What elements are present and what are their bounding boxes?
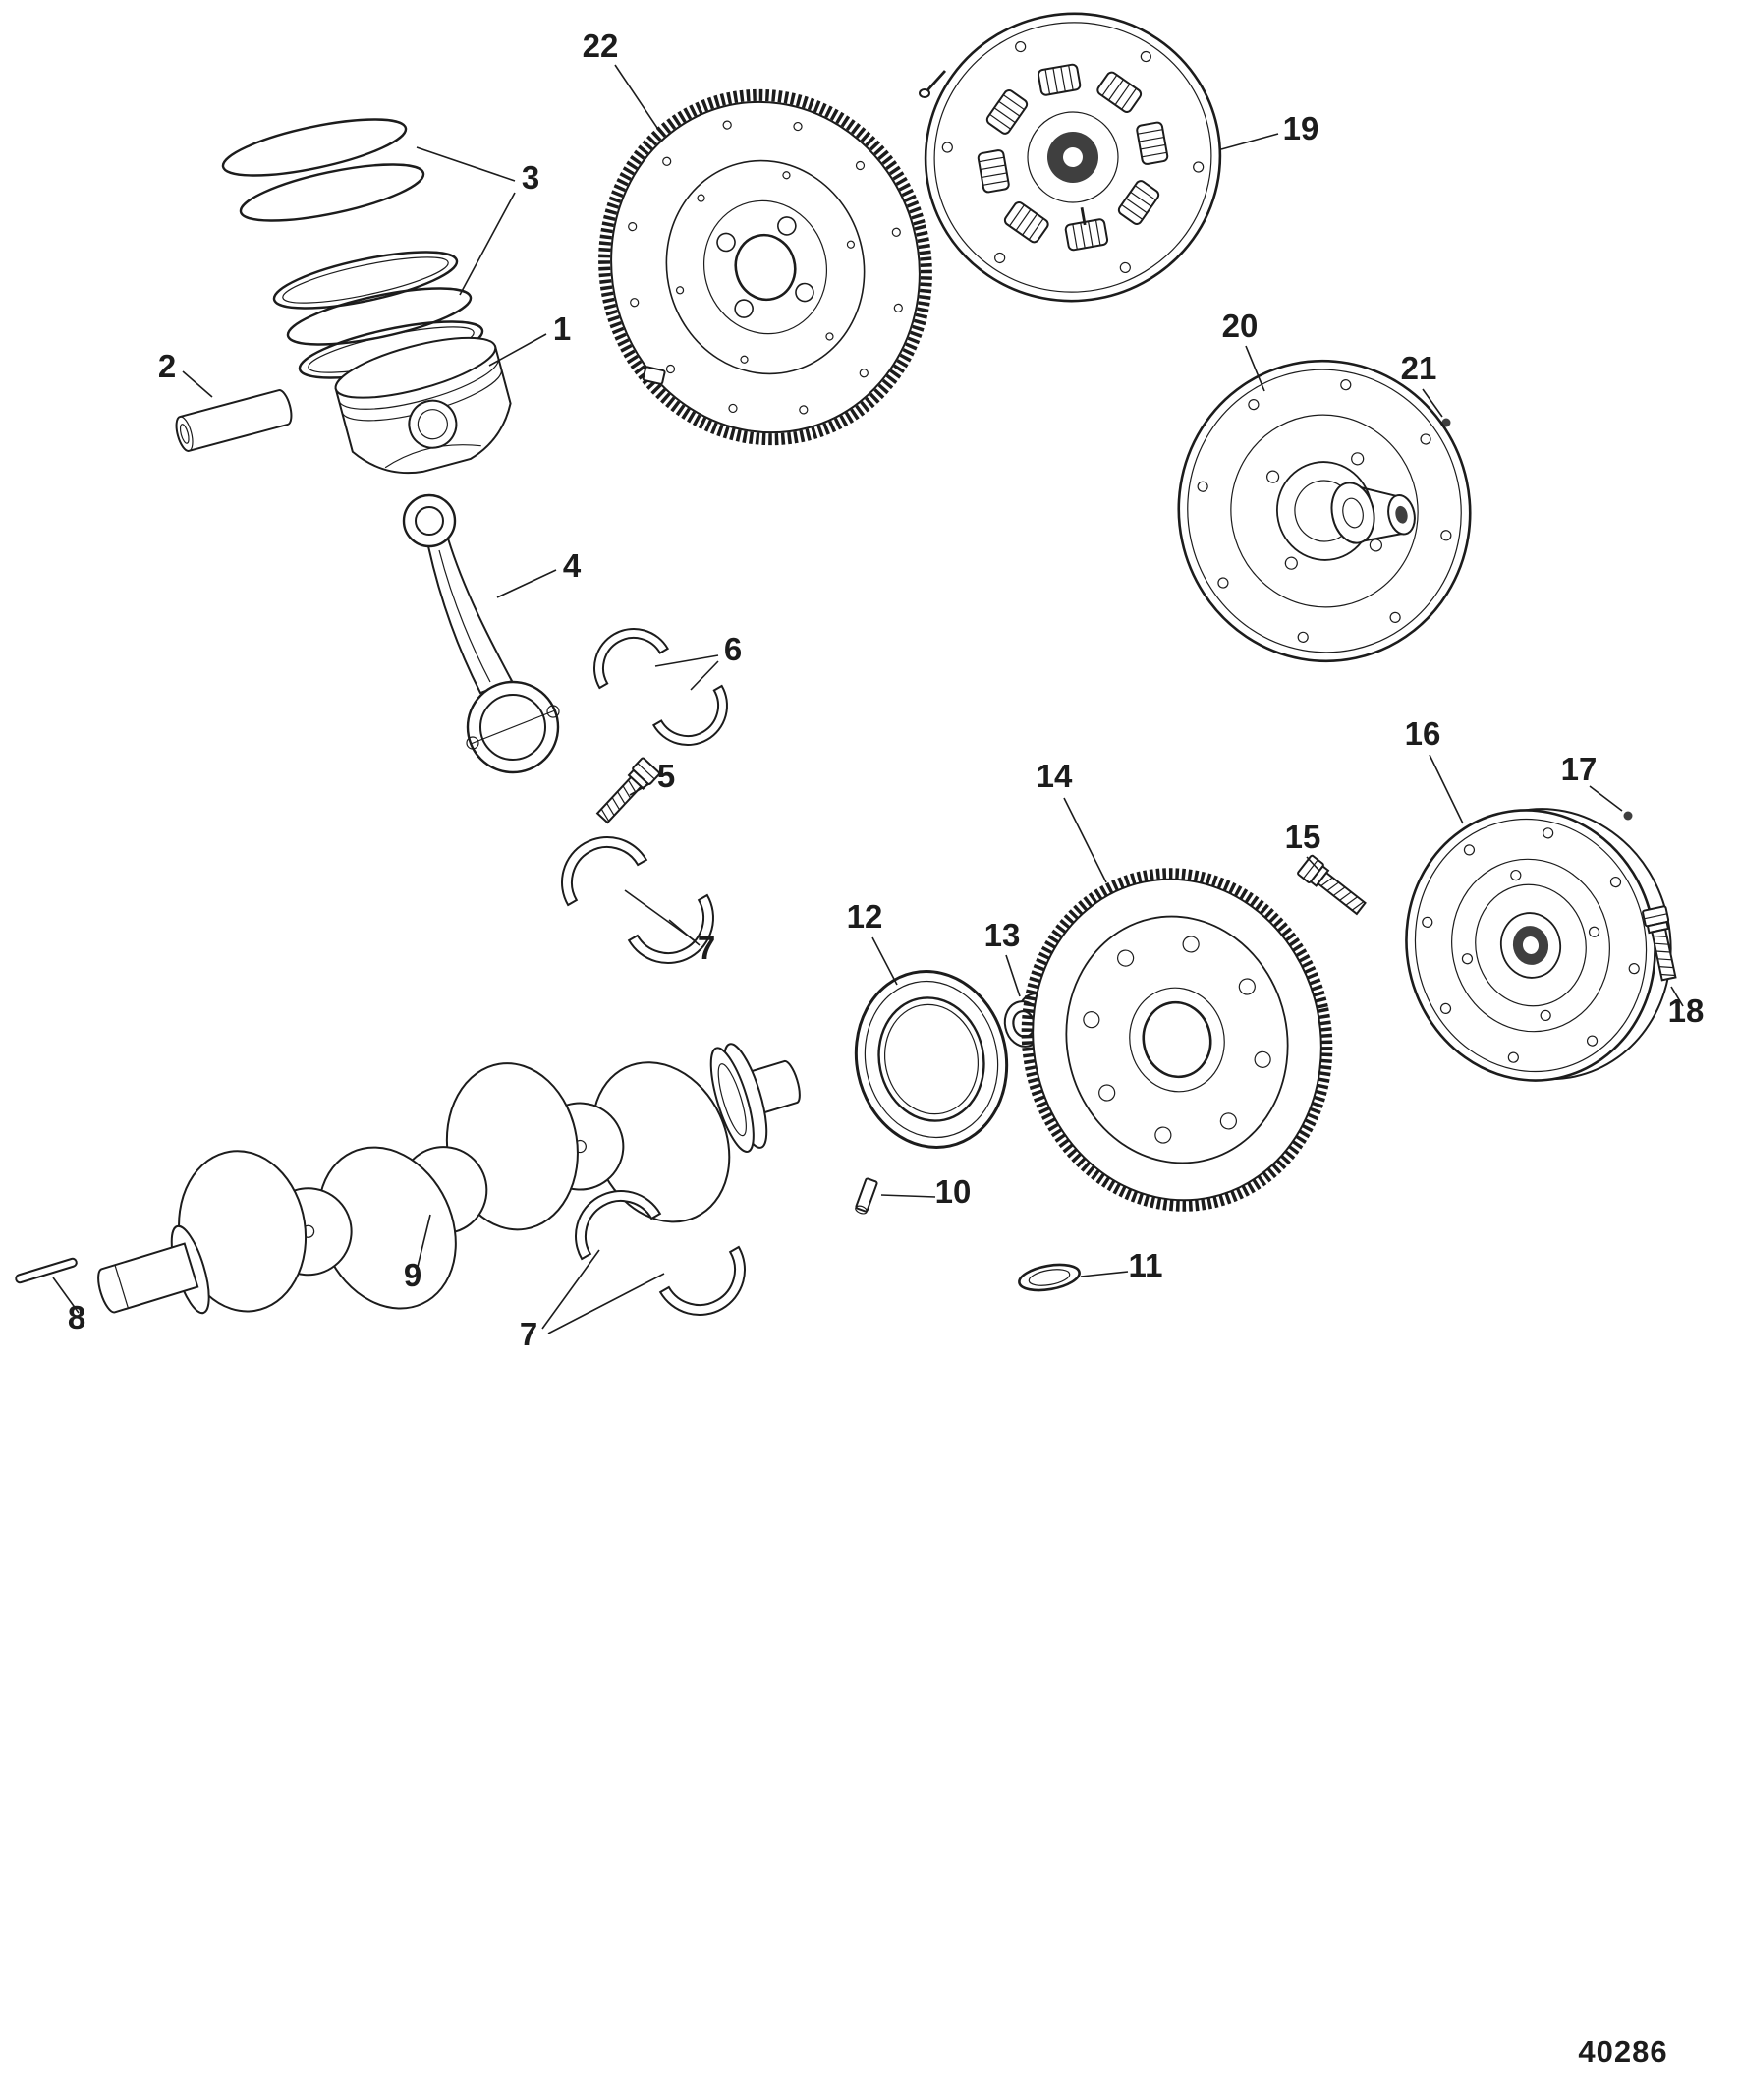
rod-bearing-set — [579, 613, 743, 761]
piston — [334, 336, 512, 475]
rod-bearing-shell — [652, 685, 743, 761]
callout-18: 18 — [1668, 993, 1705, 1029]
leader-16 — [1429, 754, 1464, 824]
callout-20: 20 — [1222, 308, 1259, 344]
callout-7-upper: 7 — [698, 930, 715, 966]
callout-10: 10 — [935, 1173, 972, 1210]
flexplate — [1021, 868, 1333, 1212]
callout-3: 3 — [522, 159, 539, 196]
leader-12 — [871, 936, 898, 986]
leader-8 — [52, 1277, 80, 1314]
oil-seal — [854, 970, 1009, 1149]
leader-20 — [1245, 345, 1265, 392]
rod-bolt — [592, 756, 661, 827]
callout-17: 17 — [1561, 751, 1598, 787]
drawing-number: 40286 — [1578, 2034, 1667, 2069]
rod-bearing-shell — [579, 613, 669, 689]
piston-pin — [175, 389, 293, 452]
callout-19: 19 — [1283, 110, 1319, 146]
dowel-pin — [855, 1177, 878, 1215]
leader-7a-2 — [668, 919, 701, 946]
callout-11: 11 — [1129, 1247, 1163, 1283]
drive-damper-plate — [924, 12, 1222, 303]
callout-12: 12 — [847, 898, 883, 935]
callout-2: 2 — [158, 348, 176, 384]
leader-1 — [488, 333, 547, 367]
coupler-hub — [1330, 482, 1416, 544]
leader-11 — [1080, 1271, 1129, 1277]
leader-7b-1 — [541, 1249, 600, 1330]
main-bearing-shell — [544, 820, 647, 906]
callout-4: 4 — [563, 547, 582, 584]
connecting-rod — [402, 493, 560, 774]
callout-13: 13 — [984, 917, 1021, 953]
callout-14: 14 — [1037, 758, 1073, 794]
leader-22 — [614, 64, 660, 132]
callout-6: 6 — [724, 631, 742, 667]
flywheel-ring-gear — [598, 88, 932, 446]
leader-6b — [690, 660, 719, 691]
retaining-clip — [919, 70, 947, 98]
leader-18 — [1670, 986, 1684, 1007]
callout-22: 22 — [583, 28, 619, 64]
main-bearing-shell — [659, 1246, 762, 1333]
leader-10 — [880, 1194, 936, 1198]
leader-7b-2 — [547, 1273, 665, 1334]
callout-1: 1 — [553, 311, 571, 347]
leader-5 — [629, 781, 653, 796]
crankshaft-key — [15, 1257, 78, 1284]
leader-6a — [654, 654, 719, 667]
leader-lines — [52, 64, 1684, 1334]
crankshaft — [97, 1043, 801, 1315]
leader-14 — [1063, 797, 1107, 883]
flywheel-assembly — [1405, 808, 1672, 1082]
coupler-flywheel — [1177, 359, 1472, 663]
leader-13 — [1005, 954, 1021, 997]
leader-21 — [1422, 388, 1443, 418]
callout-15: 15 — [1285, 819, 1321, 855]
leader-2 — [182, 370, 213, 398]
callout-labels: 22 3 19 1 2 20 21 4 6 5 16 17 14 15 7 12… — [68, 28, 1705, 1352]
leader-15 — [1306, 856, 1320, 872]
callout-8: 8 — [68, 1299, 85, 1335]
bolt-15 — [1296, 853, 1370, 919]
callout-7-lower: 7 — [520, 1316, 537, 1352]
callout-5: 5 — [657, 758, 675, 794]
leader-17 — [1589, 785, 1623, 812]
leader-3b — [459, 192, 516, 296]
leader-19 — [1220, 133, 1279, 150]
callout-16: 16 — [1405, 715, 1441, 752]
leader-3a — [416, 146, 516, 182]
leader-4 — [496, 569, 557, 598]
callout-21: 21 — [1401, 350, 1437, 386]
callout-9: 9 — [404, 1257, 421, 1293]
washer — [1018, 1263, 1081, 1292]
screw-17 — [1623, 811, 1633, 821]
leader-9 — [416, 1214, 431, 1272]
